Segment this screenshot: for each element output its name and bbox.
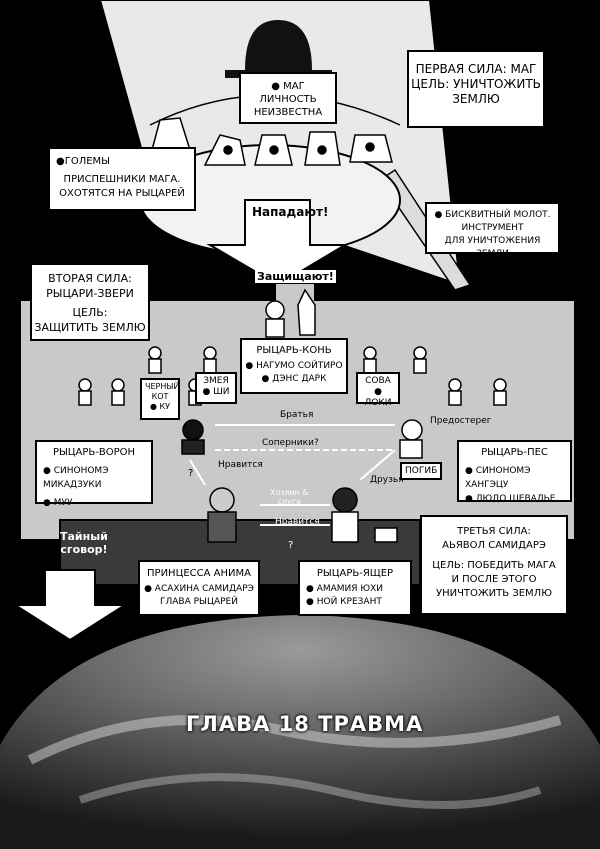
- horse-knight-box: РЫЦАРЬ-КОНЬ ● НАГУМО СОЙТИРО ● ДЭНС ДАРК: [240, 338, 348, 394]
- master-servant-line2: слуга: [277, 497, 301, 506]
- second-force-line3: ЦЕЛЬ:: [72, 306, 108, 319]
- golems-line1: ●ГОЛЕМЫ: [56, 156, 110, 167]
- second-force-line2: РЫЦАРИ-ЗВЕРИ: [46, 287, 134, 300]
- question-mark-2: ?: [288, 540, 294, 551]
- third-force-box: ТРЕТЬЯ СИЛА: АЬЯВОЛ САМИДАРЭ ЦЕЛЬ: ПОБЕД…: [420, 515, 568, 615]
- black-cat-line2: КОТ: [151, 392, 169, 401]
- owl-tag: СОВА ● ЛОКИ: [356, 372, 400, 408]
- planet-clouds: [27, 715, 562, 765]
- owl-line1: СОВА: [365, 376, 391, 386]
- dead-label: ПОГИБ: [405, 466, 438, 476]
- dog-knight-title: РЫЦАРЬ-ПЕС: [481, 447, 548, 458]
- crow-knight-line1: ● СИНОНОМЭ МИКАДЗУКИ: [43, 466, 109, 490]
- mage-line3: НЕИЗВЕСТНА: [253, 107, 323, 118]
- hammer-line2: ИНСТРУМЕНТ: [461, 223, 524, 233]
- second-force-line4: ЗАЩИТИТЬ ЗЕМЛЮ: [34, 321, 146, 334]
- hammer-box: ● БИСКВИТНЫЙ МОЛОТ. ИНСТРУМЕНТ ДЛЯ УНИЧТ…: [425, 202, 560, 259]
- horse-knight-title: РЫЦАРЬ-КОНЬ: [256, 345, 332, 356]
- golem-figures: [151, 117, 393, 166]
- lizard-knight-title: РЫЦАРЬ-ЯЩЕР: [316, 568, 394, 579]
- lizard-knight-box: РЫЦАРЬ-ЯЩЕР ● АМАМИЯ ЮХИ ● НОЙ КРЕЗАНТ: [298, 560, 412, 616]
- dead-tag: ПОГИБ: [400, 462, 442, 480]
- friends-label: Друзья: [370, 475, 404, 485]
- dog-knight-line1: ● СИНОНОМЭ ХАНГЭЦУ: [465, 466, 531, 490]
- hammer-line3: ДЛЯ УНИЧТОЖЕНИЯ ЗЕМЛИ: [444, 236, 541, 259]
- crow-knight-title: РЫЦАРЬ-ВОРОН: [52, 447, 136, 458]
- snake-tag: ЗМЕЯ ● ШИ: [195, 372, 237, 404]
- mage-line1: ● МАГ: [271, 81, 305, 92]
- snake-line1: ЗМЕЯ: [203, 376, 229, 386]
- crow-knight-box: РЫЦАРЬ-ВОРОН ● СИНОНОМЭ МИКАДЗУКИ ● МУУ: [35, 440, 153, 508]
- princess-line1: ● АСАХИНА САМИДАРЭ: [144, 584, 254, 594]
- likes-label-2: Нравится: [275, 517, 320, 527]
- mage-silhouette: [225, 20, 332, 78]
- secret-pact-line2: сговор!: [60, 543, 108, 556]
- question-mark-1: ?: [188, 468, 194, 479]
- third-force-line2: АЬЯВОЛ САМИДАРЭ: [442, 540, 546, 551]
- lizard-knight-line1: ● АМАМИЯ ЮХИ: [306, 584, 384, 594]
- dog-knight-box: РЫЦАРЬ-ПЕС ● СИНОНОМЭ ХАНГЭЦУ ● ЛЮДО ШЕВ…: [457, 440, 572, 504]
- crow-knight-line2: ● МУУ: [43, 498, 73, 508]
- secret-pact-label: Тайный сговор!: [60, 530, 108, 556]
- golems-line3: ОХОТЯТСЯ НА РЫЦАРЕЙ: [59, 188, 185, 199]
- golems-box: ●ГОЛЕМЫ ПРИСПЕШНИКИ МАГА. ОХОТЯТСЯ НА РЫ…: [48, 147, 196, 211]
- second-force-box: ВТОРАЯ СИЛА: РЫЦАРИ-ЗВЕРИ ЦЕЛЬ: ЗАЩИТИТЬ…: [30, 263, 150, 341]
- mage-box: ● МАГ ЛИЧНОСТЬ НЕИЗВЕСТНА: [239, 72, 337, 124]
- likes-label-1: Нравится: [218, 460, 263, 470]
- attack-arrow: [206, 199, 349, 287]
- defend-label: Защищают!: [255, 270, 336, 283]
- rivals-label: Соперники?: [262, 438, 319, 448]
- princess-title: ПРИНЦЕССА АНИМА: [147, 568, 251, 579]
- dog-knight-line2: ● ЛЮДО ШЕВАЛЬЕ: [465, 494, 556, 504]
- first-force-line2: ЦЕЛЬ: УНИЧТОЖИТЬ: [411, 77, 541, 91]
- snake-line2: ● ШИ: [202, 387, 230, 397]
- warned-label: Предостерег: [430, 416, 492, 426]
- lizard-knight-line2: ● НОЙ КРЕЗАНТ: [306, 597, 382, 607]
- third-force-line3: ЦЕЛЬ: ПОБЕДИТЬ МАГА: [432, 560, 556, 571]
- first-force-line1: ПЕРВАЯ СИЛА: МАГ: [415, 62, 537, 76]
- third-force-line1: ТРЕТЬЯ СИЛА:: [457, 526, 531, 537]
- master-servant-label: Хозяин & слуга: [270, 488, 309, 506]
- second-force-line1: ВТОРАЯ СИЛА:: [48, 272, 132, 285]
- owl-line2: ● ЛОКИ: [364, 387, 392, 408]
- black-cat-line1: ЧЕРНЫЙ: [145, 382, 180, 391]
- attack-label: Нападают!: [252, 205, 329, 219]
- first-force-line3: ЗЕМЛЮ: [452, 92, 500, 106]
- chapter-title: ГЛАВА 18 ТРАВМА: [186, 712, 424, 736]
- character-figures: [181, 288, 423, 543]
- princess-box: ПРИНЦЕССА АНИМА ● АСАХИНА САМИДАРЭ ГЛАВА…: [138, 560, 260, 616]
- master-servant-line1: Хозяин &: [270, 488, 309, 497]
- princess-line2: ГЛАВА РЫЦАРЕЙ: [160, 597, 238, 607]
- golems-line2: ПРИСПЕШНИКИ МАГА.: [63, 174, 181, 185]
- relation-lines: [189, 424, 396, 526]
- third-force-line5: УНИЧТОЖИТЬ ЗЕМЛЮ: [435, 588, 552, 599]
- brothers-label: Братья: [280, 410, 314, 420]
- black-cat-tag: ЧЕРНЫЙ КОТ ● КУ: [140, 378, 180, 420]
- mage-line2: ЛИЧНОСТЬ: [259, 94, 317, 105]
- pawn-pieces: [78, 346, 507, 406]
- third-force-line4: И ПОСЛЕ ЭТОГО: [451, 574, 537, 585]
- horse-knight-line2: ● ДЭНС ДАРК: [261, 374, 327, 384]
- secret-pact-line1: Тайный: [60, 530, 108, 543]
- first-force-box: ПЕРВАЯ СИЛА: МАГ ЦЕЛЬ: УНИЧТОЖИТЬ ЗЕМЛЮ: [407, 50, 545, 128]
- secret-arrow: [11, 569, 129, 642]
- hammer-line1: ● БИСКВИТНЫЙ МОЛОТ.: [434, 210, 551, 220]
- black-cat-line3: ● КУ: [149, 402, 171, 411]
- horse-knight-line1: ● НАГУМО СОЙТИРО: [245, 361, 343, 371]
